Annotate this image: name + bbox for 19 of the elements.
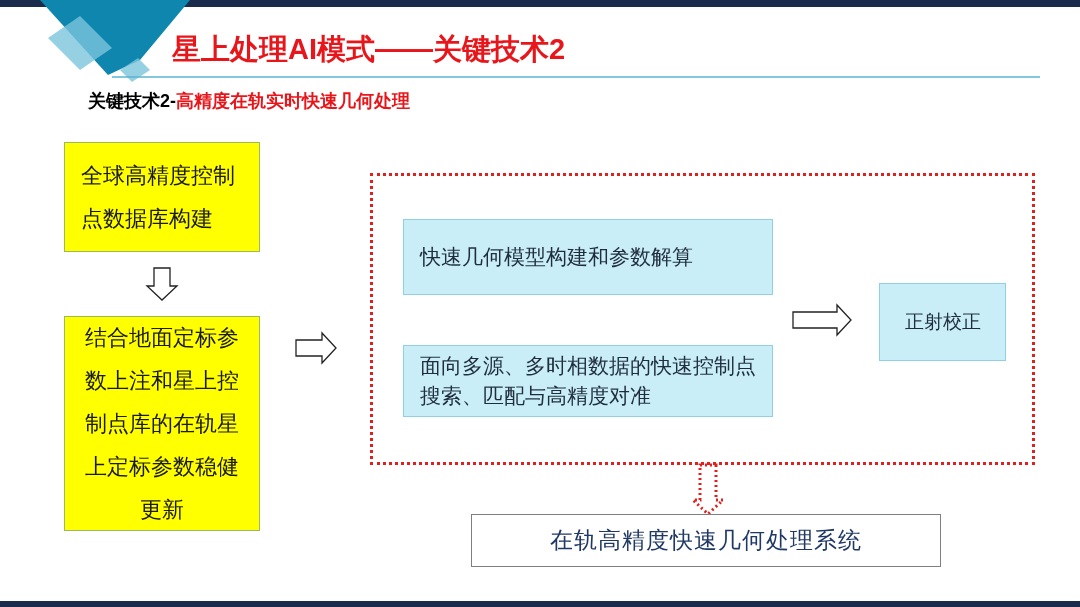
subtitle-text: 高精度在轨实时快速几何处理: [176, 90, 410, 113]
process-box: [403, 345, 773, 417]
hollow-arrow: [792, 303, 852, 337]
hollow-arrow: [145, 267, 179, 301]
node-text: 面向多源、多时相数据的快速控制点搜索、匹配与高精度对准: [420, 353, 756, 409]
subtitle-text: 关键技术2-: [88, 90, 176, 113]
node-text: 正射校正: [904, 309, 981, 334]
process-box: [64, 142, 260, 252]
node-text: 结合地面定标参数上注和星上控制点库的在轨星上定标参数稳健更新: [84, 324, 240, 524]
title: 星上处理AI模式——关键技术2: [172, 32, 566, 67]
node-text: 在轨高精度快速几何处理系统: [550, 526, 862, 556]
process-box: [64, 316, 260, 531]
node-text: 全球高精度控制点数据库构建: [81, 162, 236, 233]
process-box: [403, 219, 773, 295]
dotted-group-frame: [370, 173, 1035, 465]
process-box: [471, 514, 941, 567]
node-text: 快速几何模型构建和参数解算: [420, 244, 693, 271]
process-box: [879, 283, 1006, 361]
hollow-arrow: [295, 331, 337, 365]
